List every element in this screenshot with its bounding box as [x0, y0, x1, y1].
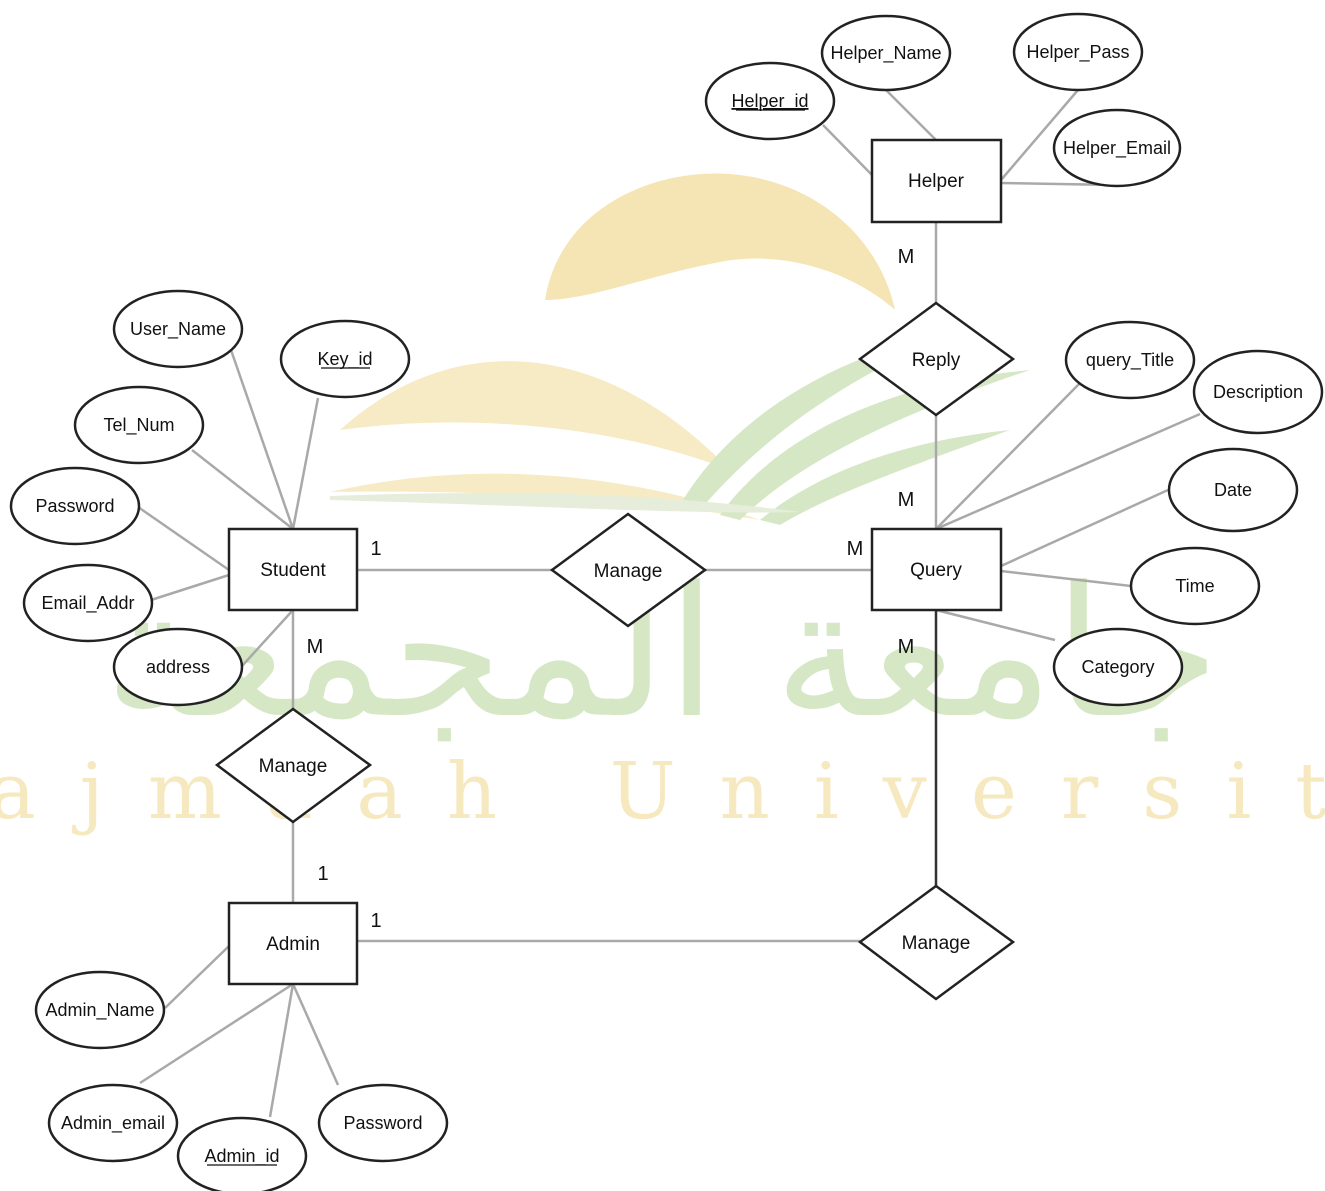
watermark-book-left-2 — [330, 473, 760, 520]
attribute-helper-email-label: Helper_Email — [1063, 138, 1171, 159]
entity-helper-label: Helper — [908, 171, 965, 192]
attribute-key-id-label: Key_id — [317, 349, 372, 370]
attribute-tel-num-label: Tel_Num — [103, 415, 174, 436]
attribute-helper-name-label: Helper_Name — [830, 43, 941, 64]
cardinality-admin-top: 1 — [317, 863, 328, 885]
entity-student[interactable]: Student — [227, 527, 359, 612]
watermark-globe — [545, 173, 895, 310]
relationship-manage-student-query-label: Manage — [594, 561, 663, 582]
entity-helper[interactable]: Helper — [870, 138, 1003, 224]
watermark-leaf-2 — [720, 370, 1030, 520]
attribute-helper-pass-label: Helper_Pass — [1026, 42, 1129, 63]
attribute-helper-id-label: Helper_id — [731, 91, 808, 112]
attribute-admin-email-label: Admin_email — [61, 1113, 165, 1134]
relationship-manage-student-admin[interactable]: Manage — [214, 707, 373, 824]
attribute-helper-pass[interactable]: Helper_Pass — [1012, 12, 1144, 92]
attribute-user-name-label: User_Name — [130, 319, 226, 340]
cardinality-query-bottom: M — [898, 636, 915, 658]
relationship-manage-student-query[interactable]: Manage — [549, 512, 708, 628]
attribute-address-label: address — [146, 657, 210, 677]
entity-admin-label: Admin — [266, 934, 320, 955]
watermark-leaf-3 — [760, 430, 1010, 525]
cardinality-reply-query: M — [898, 489, 915, 511]
attribute-category-label: Category — [1081, 657, 1154, 677]
attribute-description[interactable]: Description — [1192, 349, 1324, 435]
cardinality-student-manage: 1 — [370, 538, 381, 560]
attribute-admin-id-label: Admin_id — [204, 1146, 279, 1167]
attribute-helper-name[interactable]: Helper_Name — [820, 14, 952, 92]
attribute-admin-email[interactable]: Admin_email — [47, 1083, 179, 1163]
attribute-admin-name[interactable]: Admin_Name — [34, 970, 166, 1050]
attribute-tel-num[interactable]: Tel_Num — [73, 385, 205, 465]
attribute-password-admin[interactable]: Password — [317, 1083, 449, 1163]
attribute-category[interactable]: Category — [1052, 627, 1184, 707]
relationship-manage-admin-query[interactable]: Manage — [857, 884, 1016, 1001]
attribute-email-addr-label: Email_Addr — [41, 593, 134, 614]
watermark: جامعة المجمعة Majmaah University — [0, 173, 1325, 837]
attribute-time-label: Time — [1175, 576, 1214, 596]
attribute-time[interactable]: Time — [1129, 546, 1261, 626]
attribute-helper-email[interactable]: Helper_Email — [1052, 108, 1182, 188]
cardinality-helper-reply: M — [898, 246, 915, 268]
attribute-password-student[interactable]: Password — [9, 466, 141, 546]
watermark-book-left — [340, 361, 730, 470]
connectors — [137, 89, 1201, 1118]
attribute-date-label: Date — [1214, 480, 1252, 500]
attribute-user-name[interactable]: User_Name — [112, 289, 244, 369]
attributes: Helper_Name Helper_Pass Helper_id Helper… — [9, 12, 1324, 1191]
cardinality-query-manage: M — [847, 538, 864, 560]
attribute-helper-id[interactable]: Helper_id — [704, 61, 836, 141]
attribute-key-id[interactable]: Key_id — [279, 319, 411, 399]
relationship-reply[interactable]: Reply — [857, 301, 1016, 417]
relationship-reply-label: Reply — [912, 350, 961, 371]
attribute-email-addr[interactable]: Email_Addr — [22, 563, 154, 643]
cardinality-admin-right: 1 — [370, 910, 381, 932]
cardinalities: M M 1 M M M 1 1 — [307, 246, 915, 932]
attribute-date[interactable]: Date — [1167, 447, 1299, 533]
cardinality-student-bottom: M — [307, 636, 324, 658]
attribute-admin-name-label: Admin_Name — [45, 1000, 154, 1021]
watermark-swoosh — [330, 493, 800, 513]
attribute-query-title-label: query_Title — [1086, 350, 1174, 371]
relationship-manage-admin-query-label: Manage — [902, 933, 971, 954]
entity-admin[interactable]: Admin — [227, 901, 359, 986]
attribute-password-admin-label: Password — [343, 1113, 422, 1133]
watermark-english-text: Majmaah University — [0, 747, 1325, 837]
attribute-password-student-label: Password — [35, 496, 114, 516]
entity-query-label: Query — [910, 560, 962, 581]
attribute-description-label: Description — [1213, 382, 1303, 402]
watermark-leaf-1 — [680, 330, 960, 510]
attribute-address[interactable]: address — [112, 627, 244, 707]
relationship-manage-student-admin-label: Manage — [259, 756, 328, 777]
entity-student-label: Student — [260, 560, 326, 581]
entity-query[interactable]: Query — [870, 527, 1003, 612]
attribute-query-title[interactable]: query_Title — [1064, 320, 1196, 400]
attribute-admin-id[interactable]: Admin_id — [176, 1116, 308, 1191]
